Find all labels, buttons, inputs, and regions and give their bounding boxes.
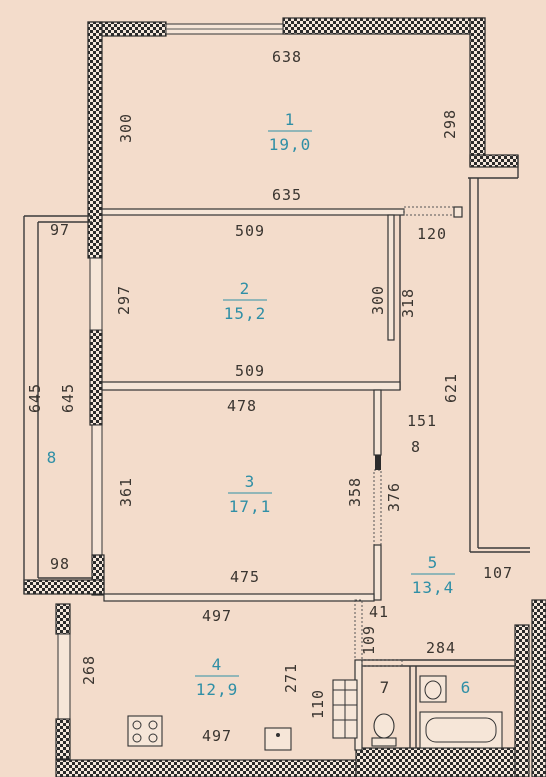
room-4-area: 12,9 xyxy=(196,680,239,699)
dim-r5-right: 107 xyxy=(483,564,513,582)
dim-r6-top: 284 xyxy=(426,639,456,657)
room-1-number: 1 xyxy=(285,110,296,129)
wall-left-r4-low xyxy=(55,718,71,760)
dim-r3-left: 361 xyxy=(117,477,135,507)
dim-r3-hall: 151 xyxy=(407,412,437,430)
dim-r1-top: 638 xyxy=(272,48,302,66)
dim-bal-top: 97 xyxy=(50,221,70,239)
doorway-r4 xyxy=(354,599,363,661)
dim-r4-top: 497 xyxy=(202,607,232,625)
dim-r3-bottom: 475 xyxy=(230,568,260,586)
wall-bottom xyxy=(55,759,357,777)
dim-r4-niche: 110 xyxy=(309,689,327,719)
room-6-number: 6 xyxy=(461,678,472,697)
dim-r3-top: 478 xyxy=(227,397,257,415)
room-2-area: 15,2 xyxy=(224,304,267,323)
wall-left-r4 xyxy=(55,603,71,635)
wall-r2-r3 xyxy=(101,381,401,391)
room-3-number: 3 xyxy=(245,472,256,491)
dim-r2-right: 300 xyxy=(369,285,387,315)
window-r2 xyxy=(89,257,103,331)
wall-right-r1 xyxy=(469,17,486,167)
wall-right-edge xyxy=(531,599,546,777)
window-r3 xyxy=(91,424,103,556)
room-5-area: 13,4 xyxy=(412,578,455,597)
outer-walls xyxy=(23,17,546,777)
wall-r3-right xyxy=(373,389,382,456)
room-2-number: 2 xyxy=(240,279,251,298)
room-labels: 1 19,0 2 15,2 3 17,1 4 12,9 5 13,4 6 7 8 xyxy=(47,110,472,699)
dim-bal-bottom: 98 xyxy=(50,555,70,573)
wall-r2-right xyxy=(387,214,395,341)
marker xyxy=(375,455,381,470)
dim-r2-top: 509 xyxy=(235,222,265,240)
wall-r3-right-low xyxy=(373,544,382,601)
dim-bal-left1: 645 xyxy=(26,383,44,413)
dim-r2-corridor: 120 xyxy=(417,225,447,243)
doorway-r3 xyxy=(373,469,382,546)
interior-walls xyxy=(101,178,530,751)
doorway-r2 xyxy=(403,206,455,216)
fixtures xyxy=(127,675,503,751)
wall-top-right xyxy=(282,17,486,35)
room-1-area: 19,0 xyxy=(269,135,312,154)
dim-r2-bottom: 509 xyxy=(235,362,265,380)
room-8-number: 8 xyxy=(47,448,58,467)
toilet-tank-icon xyxy=(371,737,397,747)
wall-left-r2 xyxy=(89,329,103,426)
room-3-area: 17,1 xyxy=(229,497,272,516)
wall-r3-r4 xyxy=(103,593,375,602)
bathroom-sink-icon xyxy=(419,675,447,703)
dim-r4-left: 268 xyxy=(80,655,98,685)
wall-right-bottom xyxy=(514,624,530,777)
room-4-number: 4 xyxy=(212,655,223,674)
room-5-number: 5 xyxy=(428,553,439,572)
dimension-labels: 638 300 298 635 509 120 297 300 318 509 … xyxy=(26,48,513,745)
wall-stub xyxy=(453,206,463,218)
dim-r4-right: 271 xyxy=(282,663,300,693)
room-7-number: 7 xyxy=(380,678,391,697)
stove-icon xyxy=(127,715,163,747)
dim-r1-bottom: 635 xyxy=(272,186,302,204)
dim-bal-left2: 645 xyxy=(59,383,77,413)
dim-r4-bottom: 497 xyxy=(202,727,232,745)
dim-r5-height: 621 xyxy=(442,373,460,403)
doorway-wc xyxy=(361,659,403,667)
dim-r3-right: 358 xyxy=(346,477,364,507)
dim-r2-left: 297 xyxy=(115,285,133,315)
bathtub-icon xyxy=(419,711,503,749)
window-r4 xyxy=(57,633,71,720)
dim-r1-right: 298 xyxy=(441,109,459,139)
wall-bottom-right xyxy=(355,747,517,777)
balcony-wall-bottom xyxy=(23,579,105,595)
dim-r4-door: 109 xyxy=(360,625,378,655)
kitchen-sink-icon xyxy=(264,727,292,751)
dim-r3-gap: 8 xyxy=(411,438,421,456)
dim-r1-left: 300 xyxy=(117,113,135,143)
dim-r3-right2: 376 xyxy=(385,482,403,512)
dim-r2-right2: 318 xyxy=(399,288,417,318)
wall-right-step xyxy=(469,154,519,168)
toilet-icon xyxy=(373,713,395,739)
wall-r1-r2 xyxy=(101,208,405,216)
dim-r4-gap: 41 xyxy=(369,603,389,621)
